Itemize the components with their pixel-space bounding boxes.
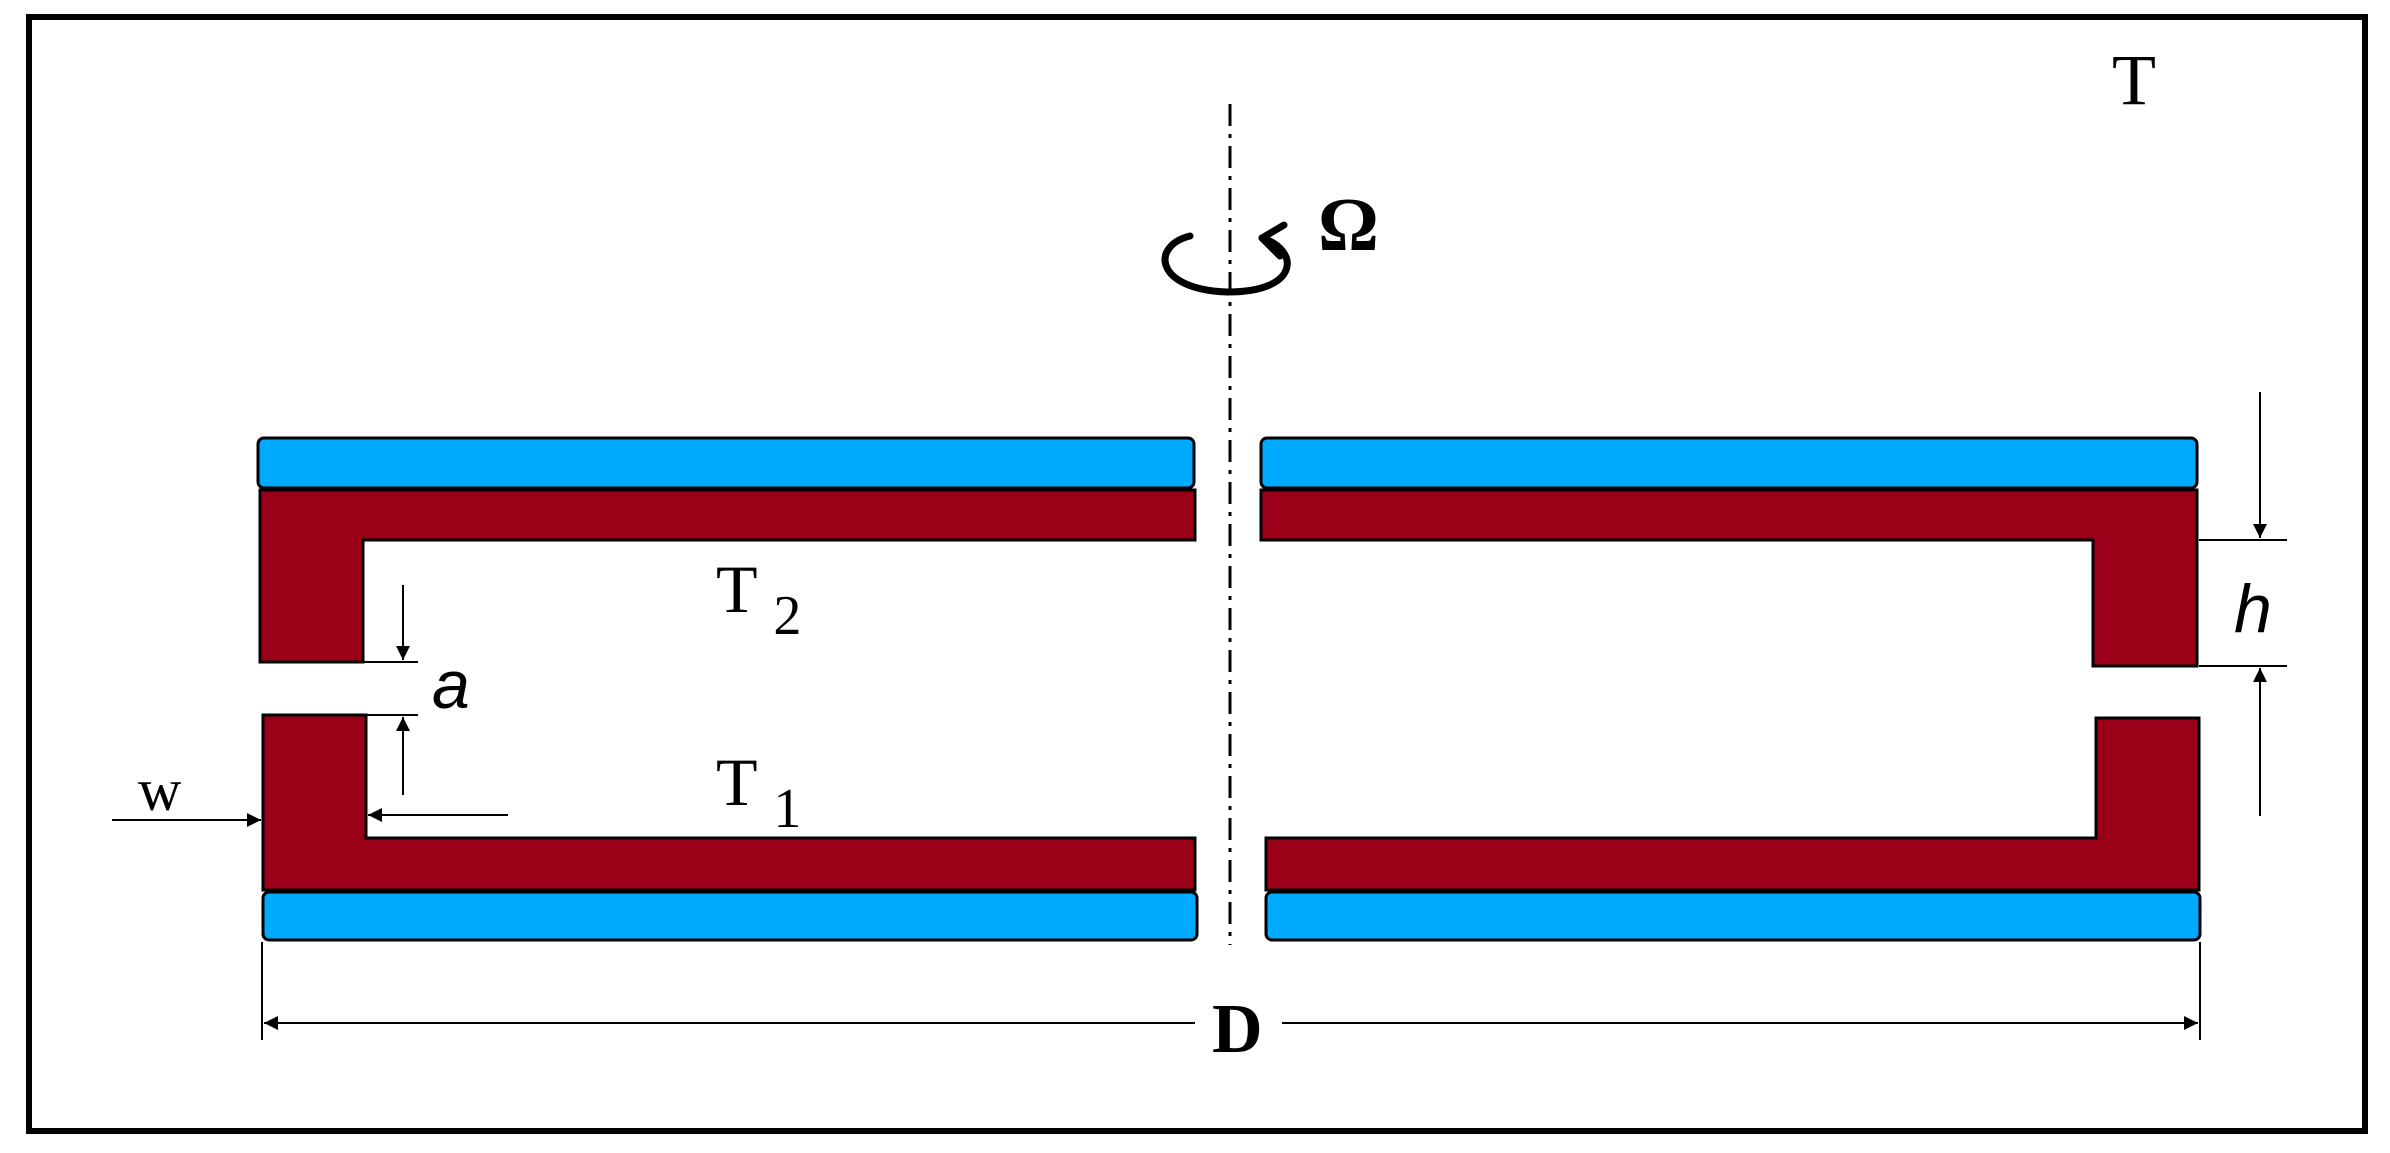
wall-thickness-dimension	[112, 808, 508, 827]
bottom-plate-temperature-subscript: 1	[773, 778, 801, 840]
height-label: h	[2234, 571, 2272, 647]
top-cell-wall-right	[1259, 488, 2199, 668]
top-heater-plate-right	[1259, 436, 2199, 490]
diameter-label: D	[1212, 991, 1263, 1068]
counterclockwise-rotation-arrow-icon	[1161, 221, 1291, 296]
bottom-cell-wall-right	[1264, 716, 2201, 892]
diameter-dimension	[261, 942, 2201, 1040]
top-plate-temperature-label: T 2	[716, 551, 801, 647]
top-plate-temperature-main: T	[716, 551, 757, 627]
top-plate-temperature-subscript: 2	[773, 585, 801, 647]
bottom-plate-temperature-main: T	[716, 744, 757, 820]
bottom-plate-temperature-label: T 1	[716, 744, 801, 840]
rotation-label: Ω	[1318, 183, 1379, 267]
bottom-heater-plate-right	[1264, 890, 2202, 942]
top-heater-plate-left	[256, 436, 1196, 490]
gap-dimension	[363, 585, 418, 795]
wall-thickness-label: w	[138, 757, 182, 823]
figure-frame	[26, 14, 2368, 1134]
ambient-temperature-label: T	[2112, 40, 2156, 120]
top-cell-wall-left	[258, 488, 1197, 664]
gap-label: a	[432, 647, 470, 723]
height-dimension	[2199, 392, 2287, 816]
bottom-heater-plate-left	[261, 890, 1199, 942]
